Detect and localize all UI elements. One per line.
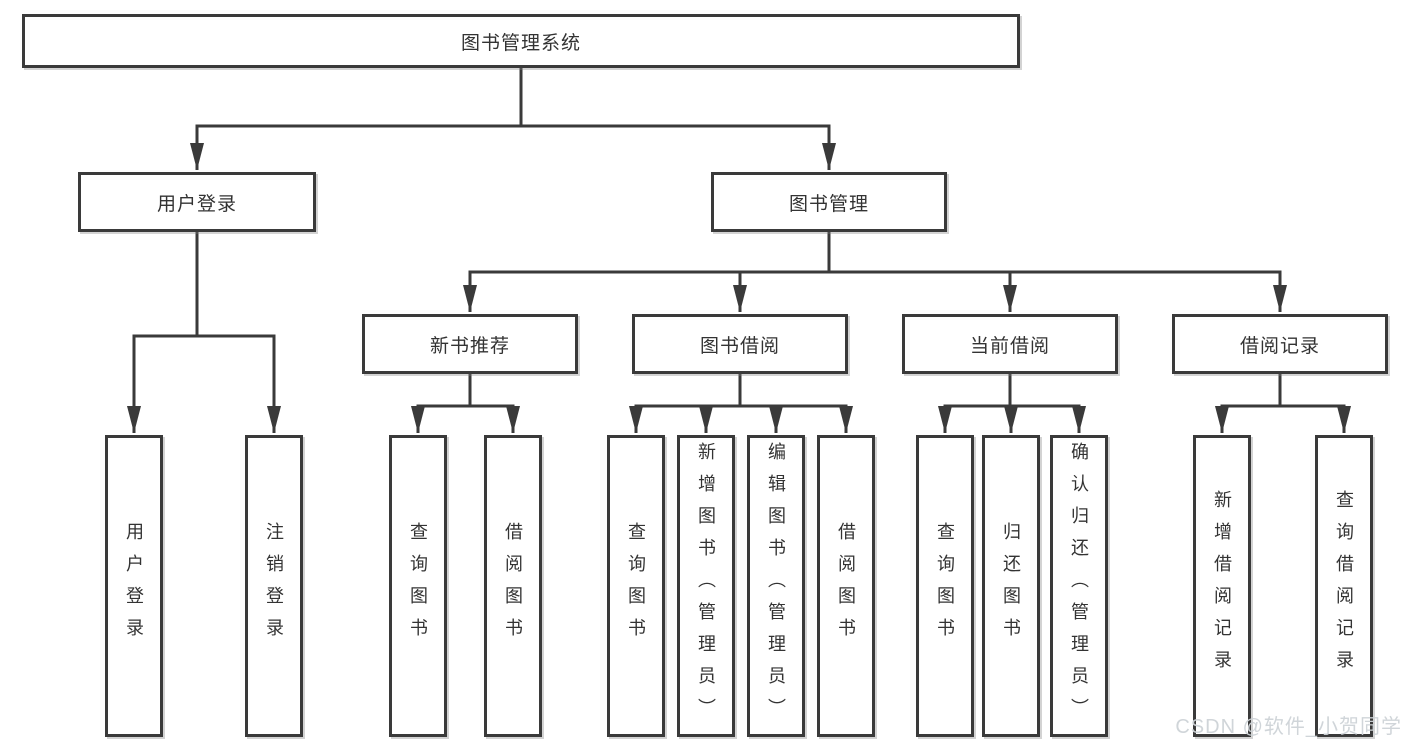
node-book-borrow: 图书借阅 xyxy=(632,314,848,374)
leaf-recommend-query-books: 查询图书 xyxy=(389,435,447,737)
leaf-add-books-admin-label: 新增图书（管理员） xyxy=(696,442,716,730)
csdn-watermark: CSDN @软件_小贺同学 xyxy=(1175,716,1402,738)
leaf-borrow-query-books-label: 查询图书 xyxy=(626,522,646,650)
leaf-confirm-return-admin: 确认归还（管理员） xyxy=(1050,435,1108,737)
node-user-login-label: 用户登录 xyxy=(156,193,237,215)
leaf-user-login-label: 用户登录 xyxy=(124,522,144,650)
node-current-borrow: 当前借阅 xyxy=(902,314,1118,374)
leaf-add-books-admin: 新增图书（管理员） xyxy=(677,435,735,737)
leaf-add-borrow-record: 新增借阅记录 xyxy=(1193,435,1251,737)
leaf-query-borrow-record-label: 查询借阅记录 xyxy=(1334,490,1354,682)
leaf-current-query-books-label: 查询图书 xyxy=(935,522,955,650)
leaf-recommend-query-books-label: 查询图书 xyxy=(408,522,428,650)
node-library-system-label: 图书管理系统 xyxy=(460,32,581,54)
leaf-return-books: 归还图书 xyxy=(982,435,1040,737)
leaf-edit-books-admin-label: 编辑图书（管理员） xyxy=(766,442,786,730)
node-new-book-recommend: 新书推荐 xyxy=(362,314,578,374)
leaf-logout-label: 注销登录 xyxy=(264,522,284,650)
node-book-management: 图书管理 xyxy=(711,172,947,232)
node-new-book-recommend-label: 新书推荐 xyxy=(429,335,510,357)
leaf-return-books-label: 归还图书 xyxy=(1001,522,1021,650)
node-borrow-record: 借阅记录 xyxy=(1172,314,1388,374)
leaf-borrow-query-books: 查询图书 xyxy=(607,435,665,737)
node-book-borrow-label: 图书借阅 xyxy=(699,335,780,357)
node-book-management-label: 图书管理 xyxy=(788,193,869,215)
leaf-user-login: 用户登录 xyxy=(105,435,163,737)
leaf-borrow-books-label: 借阅图书 xyxy=(836,522,856,650)
leaf-edit-books-admin: 编辑图书（管理员） xyxy=(747,435,805,737)
leaf-recommend-borrow-books: 借阅图书 xyxy=(484,435,542,737)
leaf-borrow-books: 借阅图书 xyxy=(817,435,875,737)
node-library-system: 图书管理系统 xyxy=(22,14,1020,68)
leaf-add-borrow-record-label: 新增借阅记录 xyxy=(1212,490,1232,682)
node-current-borrow-label: 当前借阅 xyxy=(969,335,1050,357)
leaf-recommend-borrow-books-label: 借阅图书 xyxy=(503,522,523,650)
leaf-logout: 注销登录 xyxy=(245,435,303,737)
leaf-confirm-return-admin-label: 确认归还（管理员） xyxy=(1069,442,1089,730)
node-user-login: 用户登录 xyxy=(78,172,316,232)
leaf-current-query-books: 查询图书 xyxy=(916,435,974,737)
node-borrow-record-label: 借阅记录 xyxy=(1239,335,1320,357)
leaf-query-borrow-record: 查询借阅记录 xyxy=(1315,435,1373,737)
